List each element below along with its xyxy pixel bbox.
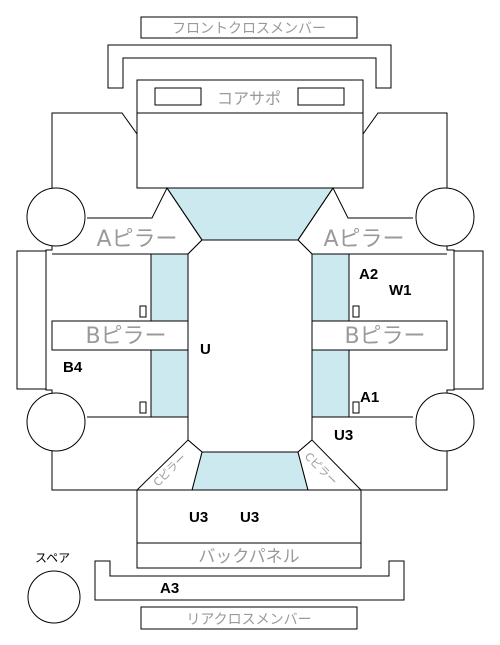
spare-label: スペア	[35, 551, 70, 565]
rear-window	[191, 451, 309, 491]
right-front-wheel	[415, 187, 475, 247]
code-u-roof: U	[200, 341, 211, 358]
core-support-label: コアサポ	[217, 89, 281, 108]
a-pillar-right-label: Aピラー	[323, 227, 404, 252]
right-side-step	[453, 250, 484, 390]
front-cross-member-label: フロントクロスメンバー	[172, 21, 326, 37]
code-a1: A1	[360, 389, 379, 406]
left-front-wheel	[26, 187, 86, 247]
right-rear-window	[311, 349, 350, 418]
code-w1: W1	[389, 282, 412, 299]
left-front-door-handle	[139, 305, 147, 318]
right-rear-door-handle	[352, 401, 360, 414]
right-rear-wheel	[415, 392, 475, 452]
left-rear-window	[150, 349, 189, 418]
right-front-door	[348, 253, 447, 322]
code-u3-trunk-left: U3	[189, 509, 208, 526]
right-front-window	[311, 253, 350, 322]
code-a2: A2	[359, 266, 378, 283]
code-b4: B4	[63, 359, 83, 376]
left-rear-door-handle	[139, 401, 147, 414]
left-rear-wheel	[26, 392, 86, 452]
front-bumper-bracket	[107, 44, 392, 89]
rear-cross-member-box	[140, 606, 358, 630]
trunk-lid	[136, 489, 362, 544]
core-support-left-slot	[154, 87, 202, 106]
code-u3-trunk-right: U3	[240, 509, 259, 526]
code-u3-right: U3	[334, 427, 353, 444]
back-panel	[136, 542, 362, 569]
right-rear-door	[348, 349, 447, 418]
left-front-door	[52, 253, 152, 322]
back-panel-label: バックパネル	[198, 547, 299, 567]
b-pillar-right-label: Bピラー	[344, 324, 425, 349]
engine-bay	[136, 112, 364, 189]
left-rear-door	[52, 349, 152, 418]
b-pillar-left-label: Bピラー	[85, 324, 166, 349]
code-a3: A3	[160, 580, 179, 597]
left-front-window	[150, 253, 189, 322]
spare-tire	[27, 570, 81, 624]
b-pillar-right	[311, 320, 448, 351]
a-pillar-left-label: Aピラー	[96, 227, 177, 252]
left-side-step	[16, 250, 47, 390]
core-support-right-slot	[297, 87, 345, 106]
front-cross-member-box	[140, 16, 358, 39]
rear-bumper-bracket	[94, 560, 405, 601]
right-front-door-handle	[352, 305, 360, 318]
rear-cross-member-label: リアクロスメンバー	[186, 612, 311, 628]
